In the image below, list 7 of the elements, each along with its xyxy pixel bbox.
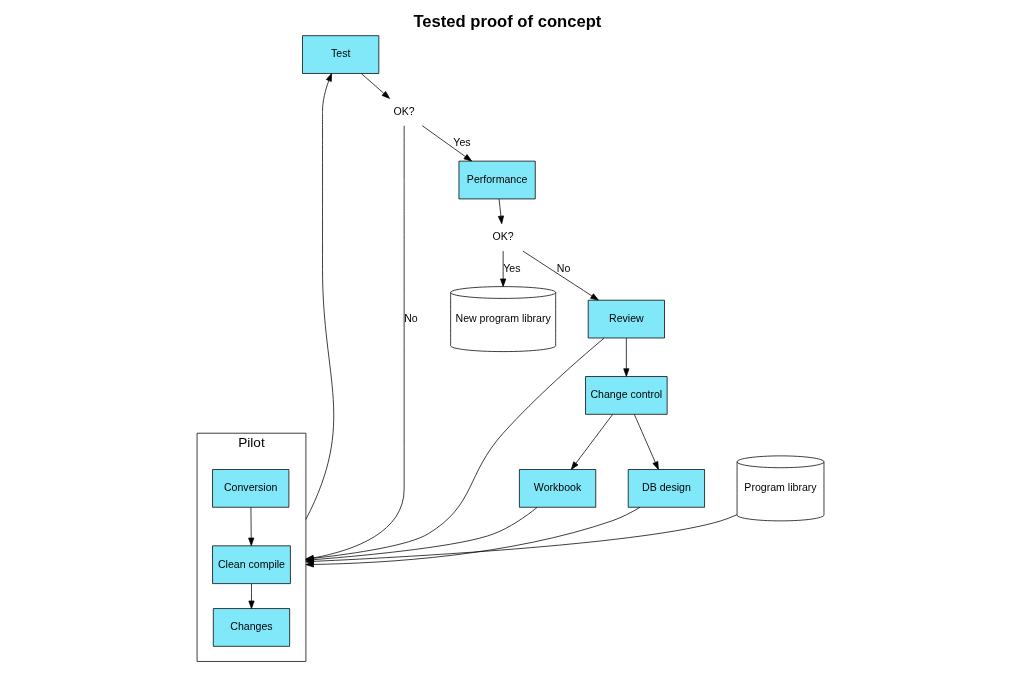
edge-label: Yes	[452, 136, 471, 149]
node-text: OK?	[393, 104, 415, 117]
edge-label: No	[556, 261, 570, 274]
diagram-title: Tested proof of concept	[412, 12, 601, 32]
edge-label: Yes	[502, 261, 520, 274]
edge-label: No	[403, 311, 418, 324]
node-text: OK?	[492, 230, 514, 243]
